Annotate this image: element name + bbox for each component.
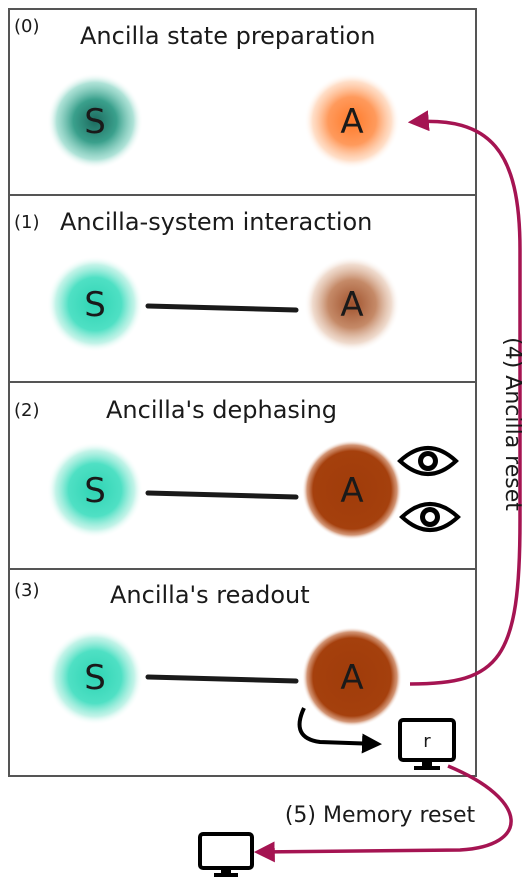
memory-reset-arrow <box>253 764 513 863</box>
step-title: Ancilla's dephasing <box>106 396 337 424</box>
interaction-link <box>145 303 299 313</box>
ancilla-label: A <box>340 658 363 698</box>
system-label: S <box>84 285 106 325</box>
interaction-link <box>145 490 299 500</box>
panel-step-2: (2) Ancilla's dephasing S A <box>8 381 477 570</box>
step-title: Ancilla-system interaction <box>60 208 372 236</box>
system-label: S <box>84 471 106 511</box>
system-node: S <box>47 73 143 169</box>
ancilla-label: A <box>340 471 363 511</box>
step-number: (3) <box>14 580 40 601</box>
ancilla-node: A <box>302 627 402 727</box>
eye-icon <box>399 502 461 532</box>
ancilla-node: A <box>304 73 400 169</box>
panel-step-1: (1) Ancilla-system interaction S A <box>8 194 477 383</box>
step-number: (2) <box>14 400 40 421</box>
readout-arrow <box>297 707 382 754</box>
ancilla-reset-arrow <box>407 110 522 686</box>
monitor-label: r <box>423 731 431 752</box>
interaction-link <box>145 674 299 684</box>
step-number: (1) <box>14 212 40 233</box>
ancilla-reset-label: (4) Ancilla reset <box>500 337 522 511</box>
system-node: S <box>47 629 143 725</box>
system-label: S <box>84 102 106 142</box>
ancilla-node: A <box>302 440 402 540</box>
ancilla-node: A <box>304 256 400 352</box>
system-label: S <box>84 658 106 698</box>
panel-step-0: (0) Ancilla state preparation S A <box>8 8 477 196</box>
monitor-icon: r <box>398 718 456 770</box>
ancilla-label: A <box>340 285 363 325</box>
step-number: (0) <box>14 16 40 37</box>
monitor-icon <box>198 832 254 877</box>
eye-icon <box>397 446 459 476</box>
memory-reset-label: (5) Memory reset <box>285 803 476 828</box>
step-title: Ancilla state preparation <box>80 22 375 50</box>
system-node: S <box>47 442 143 538</box>
ancilla-label: A <box>340 102 363 142</box>
step-title: Ancilla's readout <box>110 581 310 609</box>
system-node: S <box>47 256 143 352</box>
